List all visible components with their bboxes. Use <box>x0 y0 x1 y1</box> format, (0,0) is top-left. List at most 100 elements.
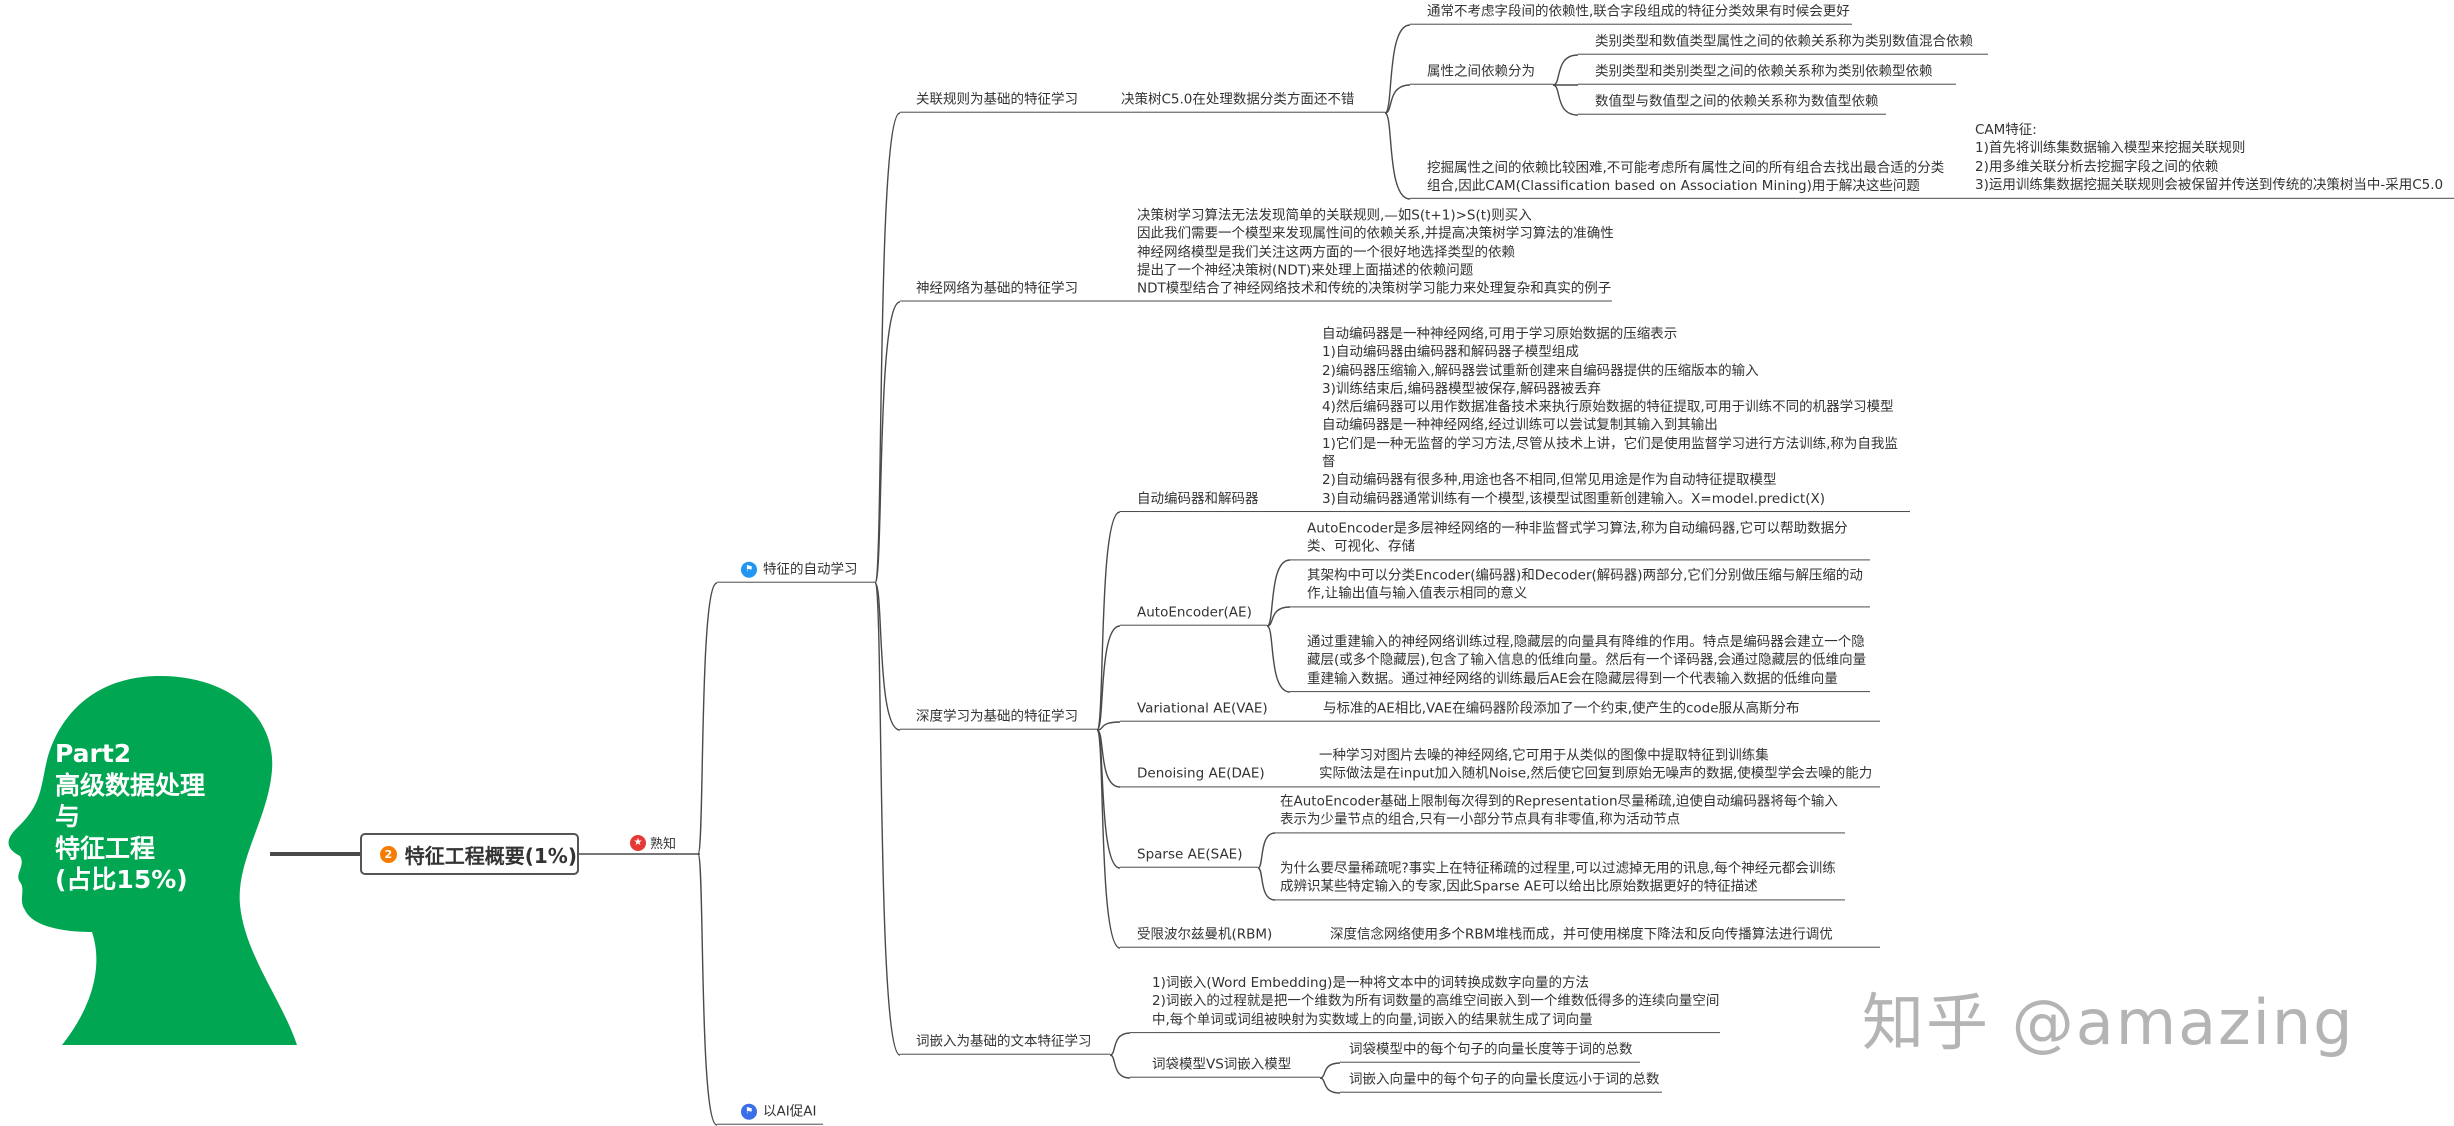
node-label: 其架构中可以分类Encoder(编码器)和Decoder(解码器)两部分,它们分… <box>1307 567 1863 602</box>
node-ae-item[interactable]: 通过重建输入的神经网络训练过程,隐藏层的向量具有降维的作用。特点是编码器会建立一… <box>1290 633 1870 692</box>
node-label: 以AI促AI <box>763 1103 817 1120</box>
branch-connector <box>1552 54 1579 86</box>
vae-notes: 与标准的AE相比,VAE在编码器阶段添加了一个约束,使产生的code服从高斯分布 <box>1323 700 1800 717</box>
branch-connector <box>874 301 901 584</box>
priority-2-icon: 2 <box>380 845 397 863</box>
head-line: 特征工程 <box>55 833 156 863</box>
node-label: 属性之间依赖分为 <box>1427 63 1535 80</box>
node-autoencoder-decoder[interactable]: 自动编码器和解码器 自动编码器是一种神经网络,可用于学习原始数据的压缩表示 1)… <box>1120 325 1910 512</box>
node-ae-item[interactable]: 其架构中可以分类Encoder(编码器)和Decoder(解码器)两部分,它们分… <box>1290 566 1870 607</box>
node-dependency-mixed[interactable]: 类别类型和数值类型属性之间的依赖关系称为类别数值混合依赖 <box>1578 33 1988 55</box>
dae-notes: 一种学习对图片去噪的神经网络,它可用于从类似的图像中提取特征到训练集 实际做法是… <box>1319 747 1873 782</box>
marker-label: 熟知 <box>650 837 677 852</box>
branch-connector <box>697 582 718 855</box>
branch-connector <box>697 853 718 1126</box>
head-line: 高级数据处理 <box>55 770 206 800</box>
node-label: AutoEncoder是多层神经网络的一种非监督式学习算法,称为自动编码器,它可… <box>1307 520 1848 555</box>
node-label: 关联规则为基础的特征学习 <box>916 91 1078 108</box>
node-label: 通过重建输入的神经网络训练过程,隐藏层的向量具有降维的作用。特点是编码器会建立一… <box>1307 634 1867 687</box>
node-ai-for-ai[interactable]: ⚑ 以AI促AI <box>717 1103 823 1125</box>
branch-connector <box>1552 84 1579 116</box>
node-ae-item[interactable]: AutoEncoder是多层神经网络的一种非监督式学习算法,称为自动编码器,它可… <box>1290 519 1870 560</box>
branch-connector <box>1257 832 1276 869</box>
node-label: 深度学习为基础的特征学习 <box>916 708 1078 725</box>
branch-connector <box>1096 625 1121 731</box>
node-dependency-types[interactable]: 属性之间依赖分为 <box>1410 63 1553 85</box>
branch-connector <box>1266 606 1291 627</box>
neural-network-notes: 决策树学习算法无法发现简单的关联规则,—如S(t+1)>S(t)则买入 因此我们… <box>1137 207 1614 297</box>
rbm-notes: 深度信念网络使用多个RBM堆栈而成，并可使用梯度下降法和反向传播算法进行调优 <box>1330 926 1833 943</box>
head-line: Part2 <box>55 739 132 768</box>
node-sae-item[interactable]: 为什么要尽量稀疏呢?事实上在特征稀疏的过程里,可以过滤掉无用的讯息,每个神经元都… <box>1275 859 1845 900</box>
node-usually[interactable]: 通常不考虑字段间的依赖性,联合字段组成的特征分类效果有时候会更好 <box>1410 3 1852 25</box>
node-label: 词袋模型VS词嵌入模型 <box>1152 1056 1292 1073</box>
node-label: Variational AE(VAE) <box>1137 700 1268 717</box>
blue-flag-icon: ⚑ <box>741 1103 757 1120</box>
node-label: 为什么要尽量稀疏呢?事实上在特征稀疏的过程里,可以过滤掉无用的讯息,每个神经元都… <box>1280 860 1836 895</box>
node-label: 受限波尔兹曼机(RBM) <box>1137 926 1273 943</box>
node-word-embedding[interactable]: 词嵌入为基础的文本特征学习 <box>900 1033 1110 1055</box>
branch-connector <box>1384 24 1411 114</box>
node-label: 词嵌入为基础的文本特征学习 <box>916 1033 1092 1050</box>
node-label: AutoEncoder(AE) <box>1137 604 1252 621</box>
branch-connector <box>1096 729 1121 949</box>
node-label: 特征的自动学习 <box>763 561 858 578</box>
branch-connector <box>1384 84 1411 114</box>
node-association-rules[interactable]: 关联规则为基础的特征学习 决策树C5.0在处理数据分类方面还不错 <box>900 91 1385 113</box>
node-label: Sparse AE(SAE) <box>1137 846 1243 863</box>
node-dependency-numeric[interactable]: 数值型与数值型之间的依赖关系称为数值型依赖 <box>1578 93 1886 115</box>
node-bow-vs-embedding[interactable]: 词袋模型VS词嵌入模型 <box>1130 1056 1320 1078</box>
red-star-icon: ★ <box>630 834 646 851</box>
node-label: 数值型与数值型之间的依赖关系称为数值型依赖 <box>1595 93 1879 110</box>
node-label: 类别类型和类别类型之间的依赖关系称为类别依赖型依赖 <box>1595 63 1933 80</box>
node-label: 自动编码器和解码器 <box>1137 490 1259 507</box>
head-title: Part2 高级数据处理 与 特征工程 (占比15%) <box>55 738 205 896</box>
branch-connector <box>1109 1032 1131 1056</box>
branch-connector <box>1096 729 1121 788</box>
branch-connector <box>1257 867 1276 901</box>
branch-connector <box>874 582 901 1056</box>
node-vae[interactable]: Variational AE(VAE) 与标准的AE相比,VAE在编码器阶段添加… <box>1120 700 1880 722</box>
node-rbm[interactable]: 受限波尔兹曼机(RBM) 深度信念网络使用多个RBM堆栈而成，并可使用梯度下降法… <box>1120 926 1880 948</box>
node-ae[interactable]: AutoEncoder(AE) <box>1120 604 1267 626</box>
node-label: 神经网络为基础的特征学习 <box>916 280 1078 297</box>
node-bow-item[interactable]: 词袋模型中的每个句子的向量长度等于词的总数 <box>1340 1041 1640 1063</box>
node-c50[interactable]: 决策树C5.0在处理数据分类方面还不错 <box>1121 91 1355 108</box>
node-label: Denoising AE(DAE) <box>1137 765 1265 782</box>
blue-flag-icon: ⚑ <box>741 561 757 578</box>
branch-connector <box>874 582 901 731</box>
branch-connector <box>1384 112 1411 200</box>
marker-familiar[interactable]: ★ 熟知 <box>630 833 676 852</box>
node-dependency-categorical[interactable]: 类别类型和类别类型之间的依赖关系称为类别依赖型依赖 <box>1578 63 1956 85</box>
node-deep-learning[interactable]: 深度学习为基础的特征学习 <box>900 708 1097 730</box>
node-label: 类别类型和数值类型属性之间的依赖关系称为类别数值混合依赖 <box>1595 33 1973 50</box>
node-mining-difficulty[interactable]: 挖掘属性之间的依赖比较困难,不可能考虑所有属性之间的所有组合去找出最合适的分类组… <box>1410 121 2454 199</box>
autoencoder-notes: 自动编码器是一种神经网络,可用于学习原始数据的压缩表示 1)自动编码器由编码器和… <box>1322 326 1898 507</box>
branch-connector <box>1096 721 1121 731</box>
node-dae[interactable]: Denoising AE(DAE) 一种学习对图片去噪的神经网络,它可用于从类似… <box>1120 746 1880 787</box>
node-bow-item[interactable]: 词嵌入向量中的每个句子的向量长度远小于词的总数 <box>1340 1071 1662 1093</box>
watermark: 知乎 @amazing <box>1862 986 2355 1059</box>
node-auto-learning[interactable]: ⚑ 特征的自动学习 <box>717 561 875 583</box>
branch-connector <box>1319 1077 1341 1094</box>
branch-connector <box>1096 511 1121 731</box>
branch-connector <box>1109 1054 1131 1079</box>
node-sae-item[interactable]: 在AutoEncoder基础上限制每次得到的Representation尽量稀疏… <box>1275 792 1845 833</box>
central-topic-title: 特征工程概要(1%) <box>404 843 577 868</box>
mining-notes: 挖掘属性之间的依赖比较困难,不可能考虑所有属性之间的所有组合去找出最合适的分类组… <box>1427 159 1945 194</box>
node-label: 在AutoEncoder基础上限制每次得到的Representation尽量稀疏… <box>1280 793 1838 828</box>
node-label: 通常不考虑字段间的依赖性,联合字段组成的特征分类效果有时候会更好 <box>1427 3 1850 20</box>
cam-features: CAM特征: 1)首先将训练集数据输入模型来挖掘关联规则 2)用多维关联分析去挖… <box>1975 121 2444 193</box>
node-embedding-notes[interactable]: 1)词嵌入(Word Embedding)是一种将文本中的词转换成数字向量的方法… <box>1130 974 1720 1033</box>
branch-connector <box>1266 559 1291 627</box>
node-neural-network[interactable]: 神经网络为基础的特征学习 决策树学习算法无法发现简单的关联规则,—如S(t+1)… <box>900 207 1614 302</box>
node-sae[interactable]: Sparse AE(SAE) <box>1120 846 1258 868</box>
branch-connector <box>1319 1062 1341 1079</box>
branch-connector <box>1266 625 1291 693</box>
node-label: 1)词嵌入(Word Embedding)是一种将文本中的词转换成数字向量的方法… <box>1152 975 1720 1028</box>
central-topic[interactable]: 2 特征工程概要(1%) <box>360 833 579 875</box>
head-line: 与 <box>55 802 81 831</box>
head-line: (占比15%) <box>55 865 188 894</box>
node-label: 词嵌入向量中的每个句子的向量长度远小于词的总数 <box>1349 1071 1660 1088</box>
